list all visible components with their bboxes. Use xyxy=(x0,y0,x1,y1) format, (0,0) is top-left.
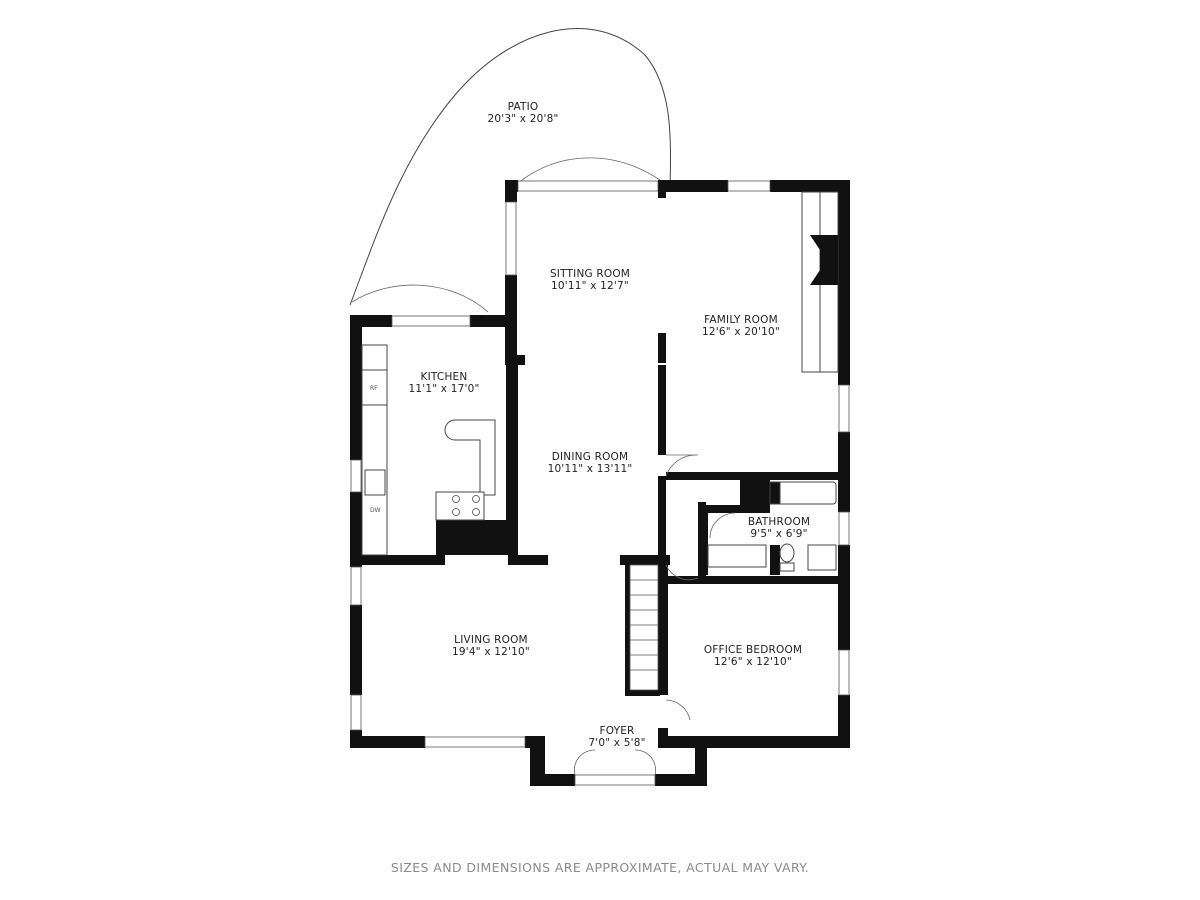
svg-text:10'11" x 12'7": 10'11" x 12'7" xyxy=(551,280,629,292)
room-label-dining: DINING ROOM 10'11" x 13'11" xyxy=(548,451,633,475)
bathroom-fixtures xyxy=(707,481,837,572)
refrigerator-label: RF xyxy=(370,385,378,392)
door-swings xyxy=(574,454,736,776)
svg-text:PATIO: PATIO xyxy=(508,101,539,113)
room-label-foyer: FOYER 7'0" x 5'8" xyxy=(588,725,645,749)
svg-text:9'5" x 6'9": 9'5" x 6'9" xyxy=(750,528,807,540)
svg-text:SITTING ROOM: SITTING ROOM xyxy=(550,268,630,280)
room-label-family: FAMILY ROOM 12'6" x 20'10" xyxy=(702,314,780,338)
svg-text:FOYER: FOYER xyxy=(599,725,634,737)
svg-text:7'0" x 5'8": 7'0" x 5'8" xyxy=(588,737,645,749)
dishwasher-label: DW xyxy=(370,507,381,514)
svg-text:12'6" x 20'10": 12'6" x 20'10" xyxy=(702,326,780,338)
exterior-walls xyxy=(350,180,850,786)
disclaimer-text: SIZES AND DIMENSIONS ARE APPROXIMATE, AC… xyxy=(390,860,810,875)
sitting-door-arc xyxy=(517,157,661,184)
svg-text:10'11" x 13'11": 10'11" x 13'11" xyxy=(548,463,633,475)
fireplace xyxy=(801,191,839,373)
svg-text:11'1" x 17'0": 11'1" x 17'0" xyxy=(408,383,479,395)
stairs xyxy=(629,564,659,691)
room-label-sitting: SITTING ROOM 10'11" x 12'7" xyxy=(550,268,630,292)
stove xyxy=(452,495,480,516)
interior-walls xyxy=(350,190,850,748)
svg-text:FAMILY ROOM: FAMILY ROOM xyxy=(704,314,778,326)
room-label-office: OFFICE BEDROOM 12'6" x 12'10" xyxy=(704,644,802,668)
patio-door-arc xyxy=(351,284,489,313)
svg-text:20'3" x 20'8": 20'3" x 20'8" xyxy=(487,113,558,125)
svg-text:KITCHEN: KITCHEN xyxy=(421,371,468,383)
room-label-patio: PATIO 20'3" x 20'8" xyxy=(487,101,558,125)
room-label-living: LIVING ROOM 19'4" x 12'10" xyxy=(452,634,530,658)
patio-outline xyxy=(349,28,672,306)
windows xyxy=(350,180,850,786)
svg-text:BATHROOM: BATHROOM xyxy=(748,516,810,528)
room-label-kitchen: KITCHEN 11'1" x 17'0" xyxy=(408,371,479,395)
svg-text:OFFICE BEDROOM: OFFICE BEDROOM xyxy=(704,644,802,656)
svg-text:DINING ROOM: DINING ROOM xyxy=(552,451,629,463)
room-label-bathroom: BATHROOM 9'5" x 6'9" xyxy=(748,516,810,540)
svg-text:LIVING ROOM: LIVING ROOM xyxy=(454,634,528,646)
svg-text:19'4" x 12'10": 19'4" x 12'10" xyxy=(452,646,530,658)
kitchen-fixtures xyxy=(361,344,496,556)
svg-text:12'6" x 12'10": 12'6" x 12'10" xyxy=(714,656,792,668)
